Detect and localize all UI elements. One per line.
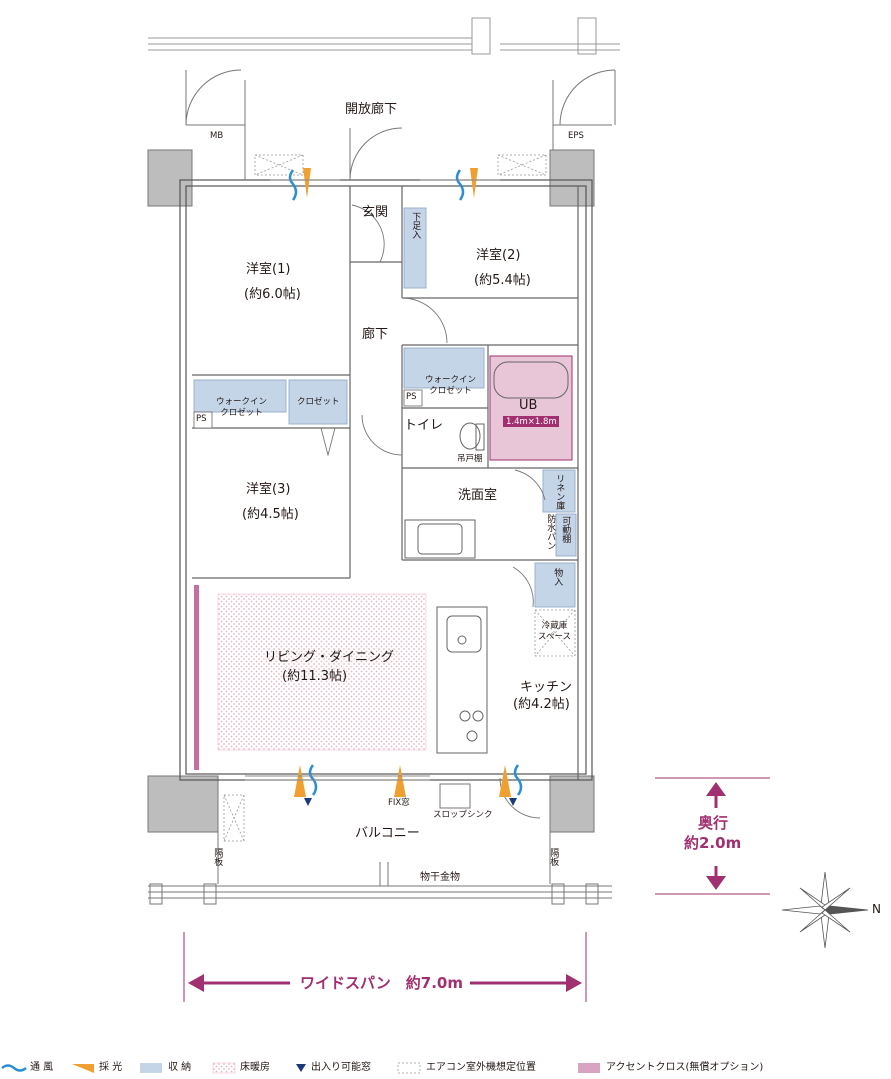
- toilet-shelf-label: 吊戸棚: [457, 454, 483, 464]
- ps1-label: PS: [196, 414, 207, 424]
- balcony: [148, 783, 612, 905]
- eps-label: EPS: [568, 131, 584, 141]
- entrance-label: 玄関: [362, 205, 389, 220]
- legend-accent: アクセントクロス(無償オプション): [606, 1062, 764, 1073]
- balcony-label: バルコニー: [355, 826, 420, 841]
- span-label: ワイドスパン 約7.0m: [300, 974, 463, 992]
- legend-daylight: 採 光: [99, 1062, 123, 1073]
- legend-window: 出入り可能窓: [311, 1062, 371, 1073]
- vent-light-markers: [288, 168, 523, 806]
- interior-walls: [192, 186, 579, 780]
- bedroom3-size: (約4.5帖): [242, 507, 299, 522]
- ps2-label: PS: [406, 392, 417, 402]
- legend-swatches: [1, 1062, 600, 1074]
- bedroom2-name: 洋室(2): [476, 248, 521, 263]
- wic2-label: ウォークイン クロゼット: [425, 375, 477, 396]
- waterpan-label: 防水パン: [545, 514, 556, 550]
- kitchen-size: (約4.2帖): [513, 697, 570, 712]
- depth-value: 約2.0m: [684, 834, 742, 852]
- ub-label: UB: [519, 398, 538, 413]
- depth-label: 奥行: [698, 814, 729, 832]
- hallway-label: 廊下: [362, 327, 389, 342]
- closet-label: クロゼット: [297, 397, 340, 407]
- bedroom2-size: (約5.4帖): [474, 273, 531, 288]
- bedroom1-name: 洋室(1): [246, 262, 291, 277]
- partition1-label: 隔板: [212, 848, 223, 866]
- living-name: リビング・ダイニング: [264, 650, 395, 665]
- legend-storage: 収 納: [168, 1062, 192, 1073]
- partition2-label: 隔板: [548, 848, 559, 866]
- depth-dimension: [655, 777, 770, 895]
- wic1-label: ウォークイン クロゼット: [216, 397, 268, 418]
- shoe-storage-label: 下足入: [410, 212, 421, 239]
- accent-wall: [194, 585, 199, 770]
- mb-label: MB: [210, 131, 224, 141]
- legend-ac: エアコン室外機想定位置: [426, 1062, 536, 1073]
- laundry-label: 物干金物: [420, 872, 460, 883]
- span-dimension: [183, 932, 587, 1002]
- toilet-label: トイレ: [404, 418, 444, 433]
- slop-sink-label: スロップシンク: [433, 810, 493, 820]
- floor-heating-living: [217, 593, 427, 751]
- shelf-label: 可動棚: [560, 516, 571, 543]
- north-label: N: [872, 902, 881, 916]
- bedroom1-size: (約6.0帖): [244, 287, 301, 302]
- storage-areas: [193, 207, 577, 608]
- corridor-label: 開放廊下: [345, 102, 398, 117]
- ac-unit-top: [223, 154, 547, 842]
- bedroom3-name: 洋室(3): [246, 482, 291, 497]
- kitchen-name: キッチン: [520, 680, 573, 695]
- storage-label: 物入: [552, 568, 563, 586]
- unit-bath: [489, 355, 573, 461]
- legend-ventilation: 通 風: [30, 1062, 54, 1073]
- legend-floor-heat: 床暖房: [240, 1062, 270, 1073]
- compass-icon: [781, 871, 869, 949]
- columns: [147, 149, 595, 833]
- corridor-railing: [148, 17, 620, 55]
- linen-label: リネン庫: [554, 474, 565, 510]
- fridge-label: 冷蔵庫 スペース: [538, 621, 571, 642]
- ub-size-label: 1.4m×1.8m: [506, 417, 557, 427]
- fix-window-label: FIX窓: [388, 798, 410, 808]
- washroom-label: 洗面室: [458, 488, 498, 503]
- living-size: (約11.3帖): [282, 669, 348, 684]
